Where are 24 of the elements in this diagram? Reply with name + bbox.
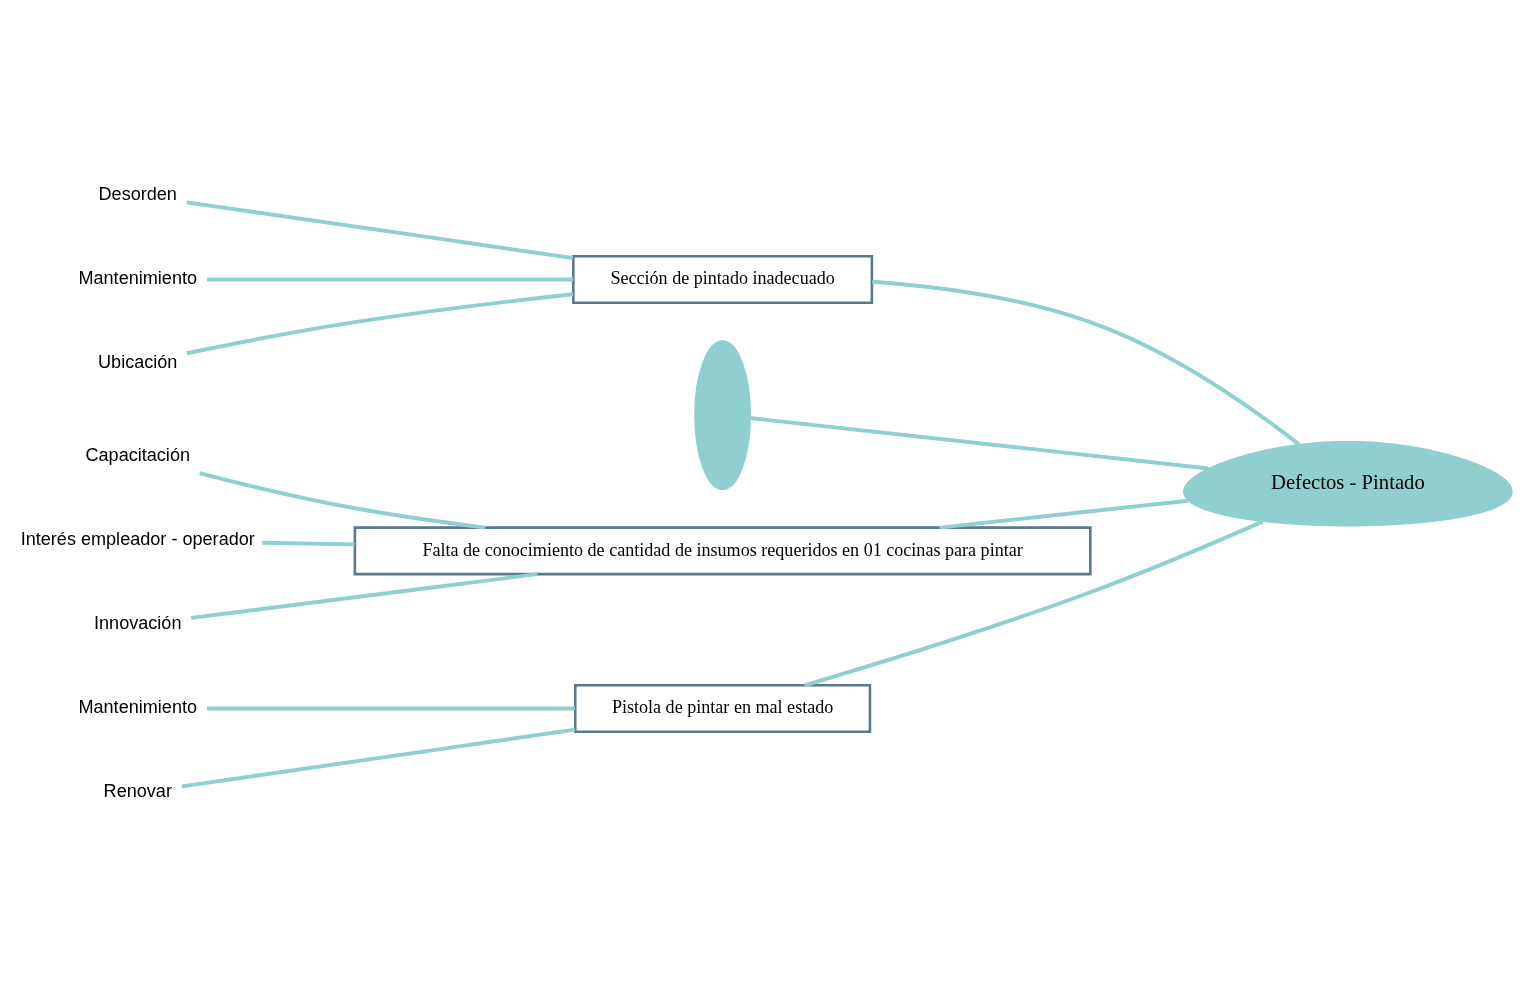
connector <box>804 519 1264 687</box>
connector <box>262 540 355 546</box>
node-text: Desorden <box>98 183 177 204</box>
connector <box>939 498 1189 530</box>
node-crescent <box>694 339 752 490</box>
node-text: Ubicación <box>98 351 178 372</box>
node-text: Mantenimiento <box>78 267 198 288</box>
connector <box>191 571 538 620</box>
node-text: Capacitación <box>85 444 190 465</box>
connector <box>206 706 575 710</box>
node-box: Falta de conocimiento de cantidad de insumos requeridos en 01 cocinas para pintar <box>353 525 1092 575</box>
connector <box>186 199 574 260</box>
connector <box>181 727 576 788</box>
node-text: Mantenimiento <box>78 696 198 717</box>
connector <box>750 415 1209 470</box>
connector <box>186 291 574 355</box>
connector <box>206 277 574 281</box>
node-box: Pistola de pintar en mal estado <box>573 683 872 733</box>
node-box: Sección de pintado inadecuado <box>572 254 874 304</box>
node-text: Innovación <box>94 612 182 633</box>
connector <box>872 279 1301 446</box>
connector <box>199 470 486 529</box>
node-text: Renovar <box>103 780 172 801</box>
node-text: Interés empleador - operador <box>20 528 255 549</box>
